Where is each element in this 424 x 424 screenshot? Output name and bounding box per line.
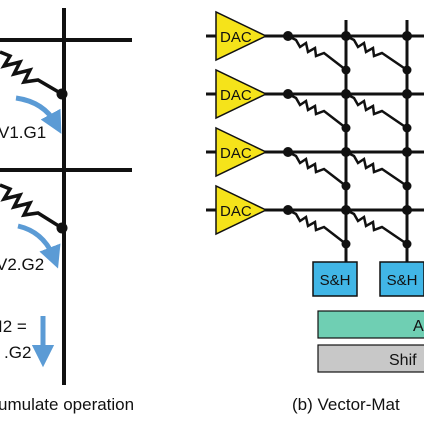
panel-b-resistor	[345, 150, 408, 188]
panel-b-column-node	[341, 239, 351, 249]
adc-label: A	[413, 318, 424, 335]
sample-and-hold-2: S&H	[379, 261, 424, 297]
panel-a-node-2	[56, 222, 68, 234]
panel-a-current-arrow-2	[17, 223, 61, 269]
dac-label: DAC	[220, 29, 252, 46]
panel-b-resistor	[345, 34, 408, 72]
panel-b-resistor	[345, 208, 408, 246]
panel-b: DAC DAC DAC DAC S&H S&H A	[206, 10, 424, 373]
panel-b-column-node	[402, 65, 412, 75]
panel-a-current-label-1: V1.G1	[0, 123, 46, 142]
dac-4: DAC	[215, 184, 268, 236]
shift-label: Shif	[389, 352, 417, 369]
sh-label: S&H	[320, 272, 351, 289]
dac-3: DAC	[215, 126, 268, 178]
panel-b-resistor	[345, 92, 408, 130]
panel-b-column-node	[341, 123, 351, 133]
panel-a-sum-label-top: I2 =	[0, 317, 27, 336]
panel-b-column-node	[402, 123, 412, 133]
panel-b-column-node	[402, 181, 412, 191]
panel-b-resistor	[287, 208, 347, 245]
sh-label: S&H	[387, 272, 418, 289]
panel-b-resistor	[287, 92, 347, 129]
panel-a-resistor-1	[0, 50, 63, 96]
panel-a: V1.G1 V2.G2 I2 = .G2	[0, 8, 132, 385]
dac-2: DAC	[215, 68, 268, 120]
dac-label: DAC	[220, 145, 252, 162]
panel-b-resistor	[287, 150, 347, 187]
panel-b-row-node	[402, 205, 412, 215]
panel-a-current-arrow-1	[15, 95, 62, 134]
panel-a-sum-label-bottom: .G2	[4, 343, 31, 362]
panel-b-column-node	[341, 65, 351, 75]
panel-a-current-label-2: V2.G2	[0, 255, 44, 274]
panel-b-resistor	[287, 34, 347, 71]
shift-block: Shif	[317, 344, 424, 373]
panel-b-row-node	[402, 31, 412, 41]
panel-b-caption: (b) Vector-Mat	[292, 395, 400, 414]
panel-a-caption: umulate operation	[0, 395, 135, 414]
adc-block: A	[317, 310, 424, 339]
panel-b-column-node	[402, 239, 412, 249]
dac-label: DAC	[220, 203, 252, 220]
panel-b-row-node	[402, 89, 412, 99]
panel-a-resistor-2	[0, 183, 63, 230]
panel-b-column-node	[341, 181, 351, 191]
dac-1: DAC	[215, 10, 268, 62]
panel-b-row-node	[402, 147, 412, 157]
panel-a-node-1	[56, 88, 68, 100]
dac-label: DAC	[220, 87, 252, 104]
sample-and-hold-1: S&H	[312, 261, 358, 297]
